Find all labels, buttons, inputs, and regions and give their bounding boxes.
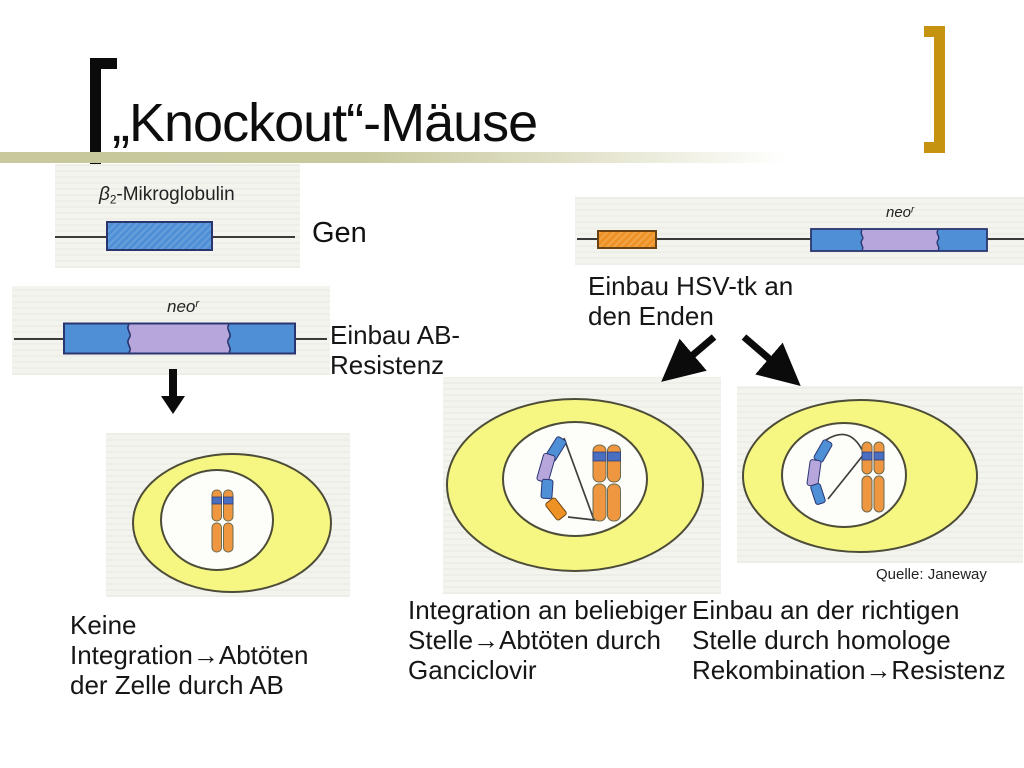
hsv-neo-label: neor (886, 204, 914, 221)
caption-random-integration: Integration an beliebiger Stelle→Abtöten… (408, 595, 687, 685)
arrow-down-right-icon (741, 334, 801, 386)
gene-caption: Gen (312, 217, 367, 249)
caption-line: Keine (70, 610, 137, 640)
hsv-caption-line1: Einbau HSV-tk an (588, 271, 794, 301)
hsv-construct-purple (862, 230, 938, 250)
title-underline-band (0, 152, 812, 163)
caption-no-integration: Keine Integration→Abtöten der Zelle durc… (70, 610, 309, 700)
caption-line: Stelle durch homologe (692, 625, 951, 655)
branch-arrows (661, 334, 801, 386)
construct-dna-thread (563, 437, 596, 522)
hsv-neo-label-sup: r (911, 204, 915, 216)
chromosome (592, 444, 621, 522)
title-bracket-left-icon (90, 58, 117, 167)
chromosome-band (861, 451, 873, 461)
neo-junction-right (227, 324, 231, 353)
chromosome-band (223, 496, 234, 505)
neo-label: neor (167, 297, 199, 317)
hsv-junction-left (860, 229, 864, 251)
hsv-caption-line2: den Enden (588, 301, 714, 331)
down-arrow-icon (161, 369, 185, 414)
targeting-construct (806, 439, 833, 505)
chromosome-band (211, 496, 222, 505)
caption-line: Ganciclovir (408, 655, 537, 685)
caption-line: Integration→Abtöten (70, 640, 309, 670)
chromosome-band (607, 451, 621, 462)
caption-line: Rekombination→Resistenz (692, 655, 1006, 685)
neo-caption: Einbau AB- Resistenz (330, 320, 460, 380)
neo-junction-left (127, 324, 131, 353)
chromosome-band (592, 451, 607, 462)
gene-label: β2-Mikroglobulin (99, 184, 235, 206)
gene-label-beta: β (99, 184, 110, 205)
hsv-dna-line (577, 238, 1024, 240)
caption-line: Integration an beliebiger (408, 595, 687, 625)
hsv-caption: Einbau HSV-tk an den Enden (588, 271, 793, 331)
scan-bg-gene (55, 164, 300, 268)
cell-nucleus (502, 421, 648, 537)
caption-homologous-recombination: Einbau an der richtigen Stelle durch hom… (692, 595, 1006, 685)
cell-no-integration (132, 453, 332, 593)
caption-line: Stelle→Abtöten durch (408, 625, 661, 655)
hsv-junction-right (936, 229, 940, 251)
gene-label-sub: 2 (109, 193, 117, 207)
chromosome (211, 489, 234, 553)
slide-title: „Knockout“-Mäuse (112, 93, 538, 153)
targeting-construct (536, 436, 567, 521)
hsv-neo-label-base: neo (886, 204, 912, 221)
chromosome (861, 441, 885, 513)
chromosome-band (873, 451, 885, 461)
neo-caption-line1: Einbau AB- (330, 320, 461, 350)
gene-label-rest: -Mikroglobulin (116, 184, 235, 205)
cell-nucleus (781, 422, 907, 528)
hsv-neo-construct (810, 228, 988, 252)
neo-construct-purple (129, 324, 229, 353)
neo-label-sup: r (195, 297, 200, 310)
neo-caption-line2: Resistenz (330, 350, 445, 380)
caption-line: Einbau an der richtigen (692, 595, 960, 625)
cell-random-integration (446, 398, 704, 572)
arrow-down-left-icon (661, 334, 717, 382)
hsv-tk-box (597, 230, 657, 249)
neo-construct (63, 322, 296, 355)
cell-homologous-recombination (742, 399, 978, 553)
title-bracket-right-icon (924, 26, 945, 153)
caption-line: der Zelle durch AB (70, 670, 284, 700)
gene-box (106, 221, 213, 251)
source-credit: Quelle: Janeway (876, 566, 987, 583)
neo-label-base: neo (167, 297, 196, 316)
